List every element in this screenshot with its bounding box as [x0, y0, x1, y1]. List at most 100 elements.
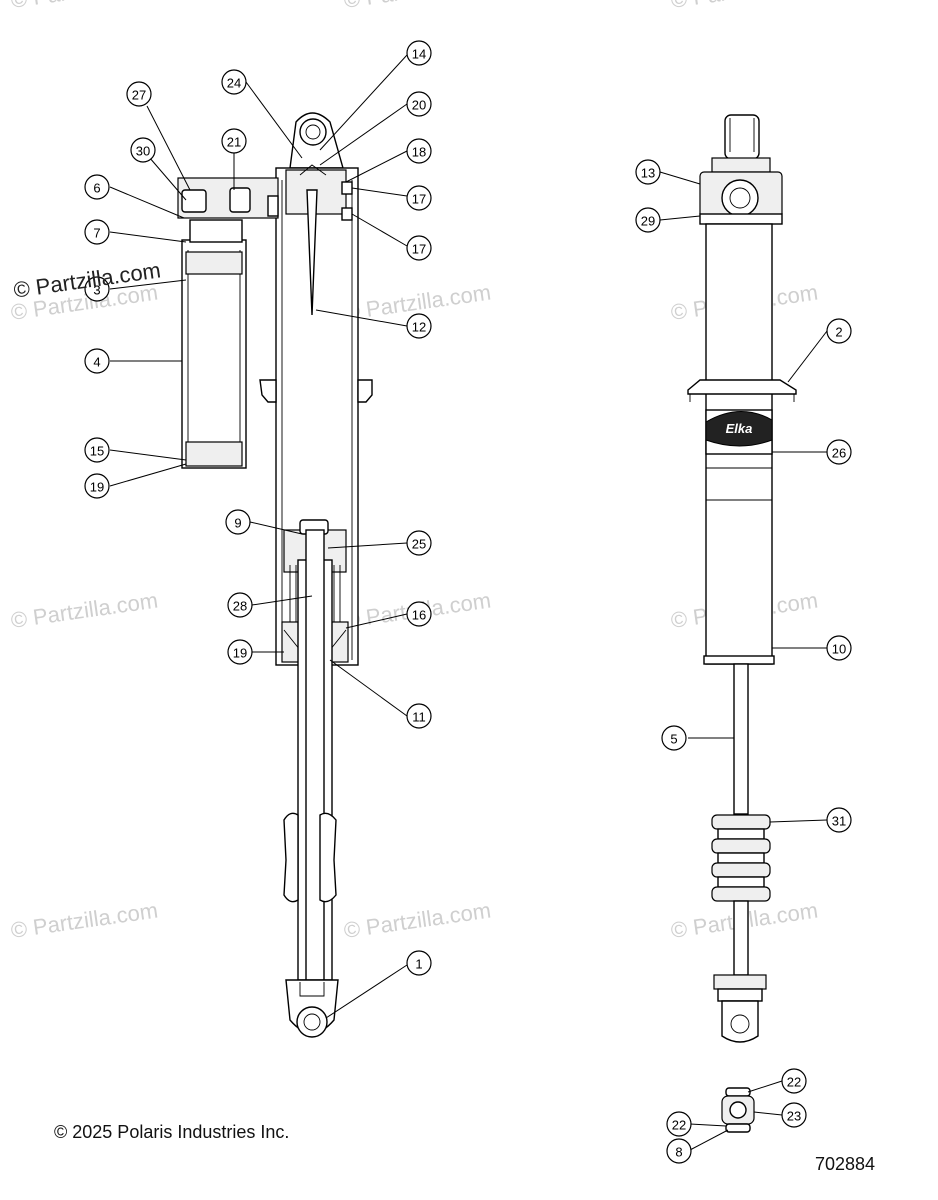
- callout-number: 15: [90, 444, 104, 459]
- callout-number: 5: [670, 732, 677, 747]
- callout-circle: [406, 530, 432, 556]
- callout-5: 5: [661, 725, 687, 751]
- body-collar: [703, 655, 775, 665]
- callout-number: 22: [672, 1118, 686, 1133]
- callout-number: 19: [90, 480, 104, 495]
- cap-ring: [699, 213, 783, 225]
- callout-number: 4: [93, 355, 100, 370]
- bumper-ring-5: [711, 862, 771, 878]
- callout-16: 16: [406, 601, 432, 627]
- callout-circle: [406, 601, 432, 627]
- clevis-base: [711, 157, 771, 173]
- callout-circle: [225, 509, 251, 535]
- callout-25: 25: [406, 530, 432, 556]
- callout-circle: [406, 950, 432, 976]
- watermark: © Partzilla.com: [9, 0, 159, 13]
- callout-number: 8: [675, 1145, 682, 1160]
- callout-number: 3: [93, 283, 100, 298]
- top-eyelet-bore: [305, 124, 321, 140]
- callout-circle: [635, 207, 661, 233]
- callout-circle: [826, 635, 852, 661]
- bearing-washer-bottom: [725, 1123, 751, 1133]
- callout-24: 24: [221, 69, 247, 95]
- collar-tab-left: [259, 379, 277, 403]
- callout-20: 20: [406, 91, 432, 117]
- callout-27: 27: [126, 81, 152, 107]
- callout-number: 14: [412, 47, 426, 62]
- floating-piston: [185, 251, 243, 275]
- reservoir-end-cap: [185, 441, 243, 467]
- callout-number: 2: [835, 325, 842, 340]
- callout-12: 12: [406, 313, 432, 339]
- callout-7: 7: [84, 219, 110, 245]
- callout-number: 12: [412, 320, 426, 335]
- callout-circle: [84, 219, 110, 245]
- callout-31: 31: [826, 807, 852, 833]
- callout-number: 19: [233, 646, 247, 661]
- top-eyelet-bushing: [299, 118, 327, 146]
- callout-2: 2: [826, 318, 852, 344]
- leader-lines: [109, 54, 828, 1151]
- callout-19: 19: [84, 473, 110, 499]
- bottom-eyelet-bushing: [296, 1006, 328, 1038]
- shaft-external: [733, 663, 749, 815]
- clevis-lock-ring: [713, 974, 767, 990]
- bump-stop-right: [319, 812, 337, 903]
- callout-circle: [84, 473, 110, 499]
- callout-14: 14: [406, 40, 432, 66]
- callout-number: 21: [227, 135, 241, 150]
- callout-circle: [126, 81, 152, 107]
- callout-circle: [826, 318, 852, 344]
- callout-4: 4: [84, 348, 110, 374]
- callout-circle: [227, 592, 253, 618]
- callout-6: 6: [84, 174, 110, 200]
- callout-number: 11: [412, 710, 426, 725]
- callout-circle: [406, 313, 432, 339]
- callout-22: 22: [666, 1111, 692, 1137]
- callout-number: 22: [787, 1075, 801, 1090]
- callout-circle: [221, 69, 247, 95]
- shock-external-view: Elka: [687, 114, 797, 1133]
- callout-17: 17: [406, 235, 432, 261]
- callout-circle: [661, 725, 687, 751]
- callout-number: 18: [412, 145, 426, 160]
- hose-fitting: [267, 195, 279, 217]
- callout-11: 11: [406, 703, 432, 729]
- callout-22: 22: [781, 1068, 807, 1094]
- watermark: © Partzilla.com: [342, 0, 492, 13]
- bearing-ball: [729, 1101, 747, 1119]
- seal-b: [341, 207, 353, 221]
- callout-21: 21: [221, 128, 247, 154]
- bumper-ring-1: [711, 814, 771, 830]
- callout-number: 25: [412, 537, 426, 552]
- brand-decal-text: Elka: [726, 421, 753, 436]
- callout-number: 20: [412, 98, 426, 113]
- callout-number: 27: [132, 88, 146, 103]
- callout-number: 16: [412, 608, 426, 623]
- callout-number: 31: [832, 814, 846, 829]
- adjuster-dial: [721, 179, 759, 217]
- callout-circle: [406, 235, 432, 261]
- callout-circle: [406, 91, 432, 117]
- reservoir-cap: [189, 219, 243, 243]
- bottom-clevis: [721, 1000, 759, 1043]
- watermark: © Partzilla.com: [669, 0, 819, 13]
- callout-number: 9: [234, 516, 241, 531]
- callout-8: 8: [666, 1138, 692, 1164]
- callout-number: 10: [832, 642, 846, 657]
- bumper-ring-2: [717, 828, 765, 840]
- callout-15: 15: [84, 437, 110, 463]
- callout-circle: [84, 437, 110, 463]
- callout-circle: [826, 807, 852, 833]
- bumper-ring-7: [711, 886, 771, 902]
- callout-circle: [406, 185, 432, 211]
- callout-number: 26: [832, 446, 846, 461]
- callouts: 1245678910111213141516171718191920212222…: [84, 40, 852, 1164]
- callout-number: 29: [641, 214, 655, 229]
- callout-26: 26: [826, 439, 852, 465]
- callout-number: 23: [787, 1109, 801, 1124]
- reservoir-body: [181, 239, 247, 469]
- callout-number: 6: [93, 181, 100, 196]
- callout-number: 17: [412, 192, 426, 207]
- callout-number: 30: [136, 144, 150, 159]
